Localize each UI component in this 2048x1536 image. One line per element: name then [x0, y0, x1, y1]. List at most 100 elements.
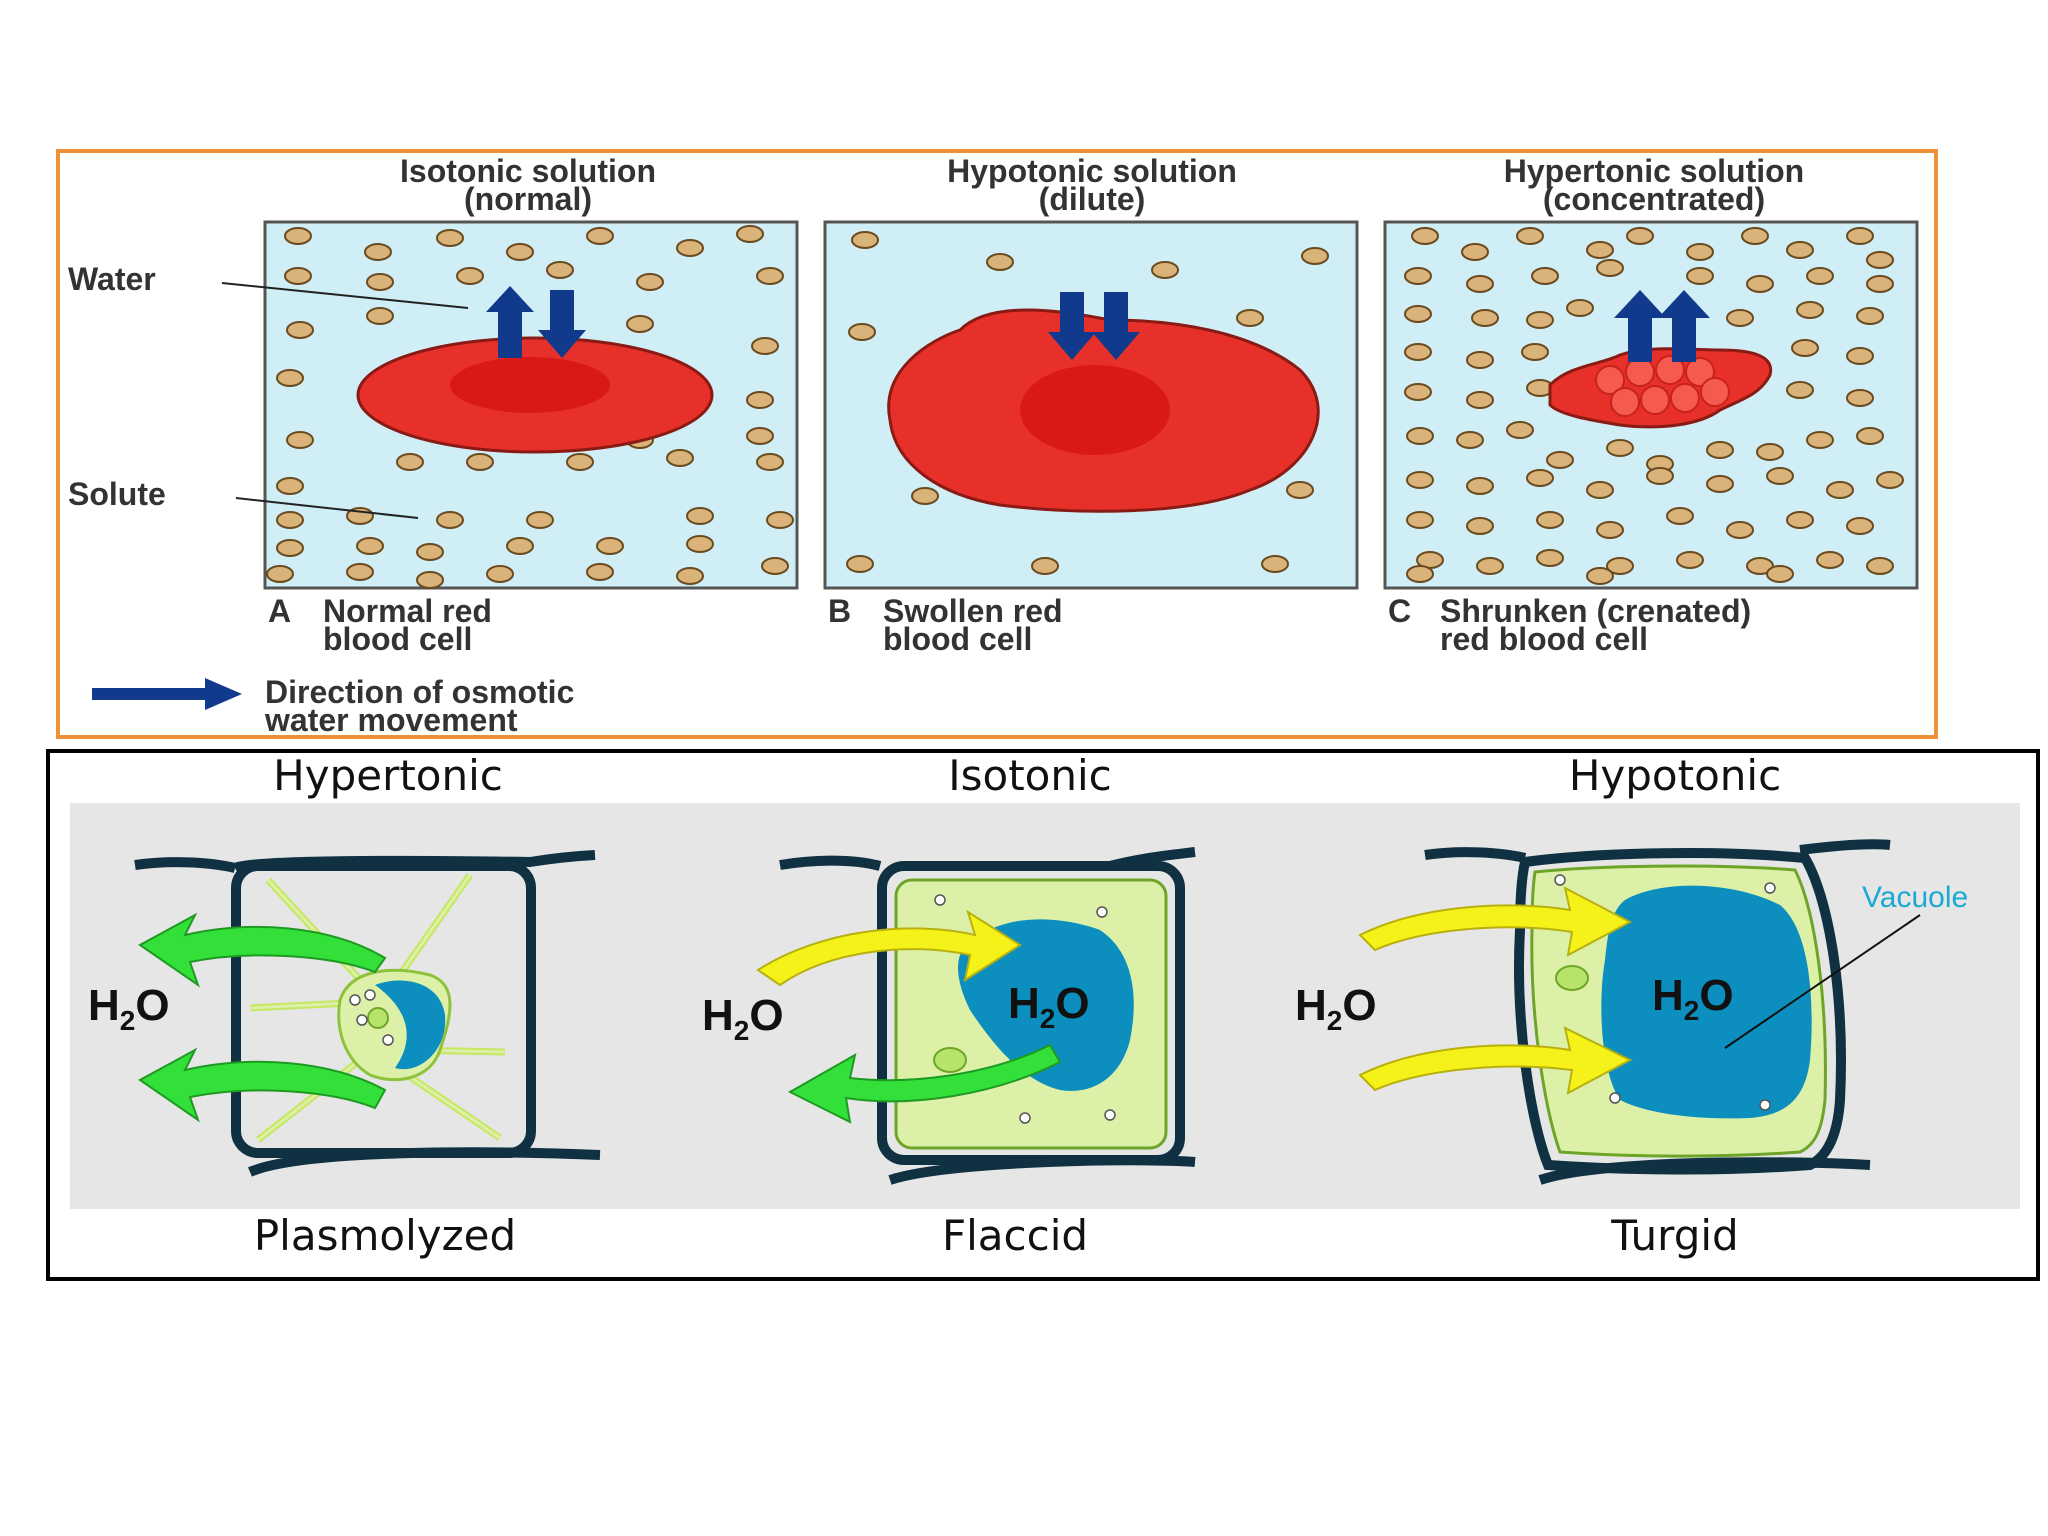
solute-particle [1847, 390, 1873, 406]
caption-swollen-line2: blood cell [883, 621, 1032, 657]
solute-particle [687, 508, 713, 524]
solute-particle [397, 454, 423, 470]
solute-particle [752, 338, 778, 354]
solute-particle [1405, 344, 1431, 360]
vacuole-label: Vacuole [1862, 881, 1968, 914]
caption-letter-a: A [268, 593, 291, 629]
solute-particle [287, 322, 313, 338]
solute-particle [467, 454, 493, 470]
solute-particle [1827, 482, 1853, 498]
solute-particle [1727, 310, 1753, 326]
solute-particle [437, 230, 463, 246]
solute-particle [1847, 228, 1873, 244]
solute-particle [1412, 228, 1438, 244]
solute-particle [1857, 428, 1883, 444]
solute-particle [357, 538, 383, 554]
solute-particle [487, 566, 513, 582]
solute-particle [767, 512, 793, 528]
solute-particle [277, 512, 303, 528]
plant-caption-plasmolyzed: Plasmolyzed [254, 1211, 516, 1260]
caption-letter-c: C [1388, 593, 1411, 629]
solute-particle [587, 564, 613, 580]
solute-particle [277, 478, 303, 494]
solute-particle [1587, 242, 1613, 258]
solute-particle [677, 240, 703, 256]
solute-particle [1787, 382, 1813, 398]
solute-particle [507, 244, 533, 260]
plant-heading-hypotonic: Hypotonic [1569, 751, 1781, 800]
rbc-subheading-isotonic: (normal) [464, 181, 592, 217]
solute-particle [757, 454, 783, 470]
solute-particle [1152, 262, 1178, 278]
normal-red-blood-cell [358, 338, 712, 452]
solute-particle [1405, 268, 1431, 284]
solute-particle [1467, 276, 1493, 292]
solute-particle [1537, 550, 1563, 566]
solute-particle [367, 274, 393, 290]
solute-particle [847, 556, 873, 572]
solute-particle [1607, 440, 1633, 456]
solute-particle [1477, 558, 1503, 574]
solute-particle [1547, 452, 1573, 468]
solute-particle [1767, 468, 1793, 484]
solute-particle [1707, 442, 1733, 458]
solute-particle [1667, 508, 1693, 524]
caption-shrunken-line2: red blood cell [1440, 621, 1648, 657]
solute-particle [285, 268, 311, 284]
solute-particle [437, 512, 463, 528]
solute-particle [1407, 428, 1433, 444]
solute-particle [567, 454, 593, 470]
solute-particle [507, 538, 533, 554]
solute-particle [1517, 228, 1543, 244]
solute-particle [1757, 444, 1783, 460]
solute-particle [1287, 482, 1313, 498]
solute-particle [1797, 302, 1823, 318]
solute-particle [1792, 340, 1818, 356]
solute-particle [1467, 352, 1493, 368]
solute-particle [285, 228, 311, 244]
solute-particle [987, 254, 1013, 270]
caption-normal-line2: blood cell [323, 621, 472, 657]
solute-particle [417, 544, 443, 560]
solute-particle [1807, 268, 1833, 284]
solute-particle [1462, 244, 1488, 260]
solute-particle [1687, 244, 1713, 260]
solute-particle [367, 308, 393, 324]
solute-label: Solute [68, 476, 166, 512]
solute-particle [637, 274, 663, 290]
solute-particle [849, 324, 875, 340]
solute-particle [1587, 568, 1613, 584]
solute-particle [1597, 522, 1623, 538]
solute-particle [267, 566, 293, 582]
plant-caption-turgid: Turgid [1610, 1211, 1738, 1260]
solute-particle [677, 568, 703, 584]
solute-particle [1787, 512, 1813, 528]
solute-particle [1532, 268, 1558, 284]
solute-particle [852, 232, 878, 248]
solute-particle [1747, 276, 1773, 292]
solute-particle [1707, 476, 1733, 492]
solute-particle [1677, 552, 1703, 568]
solute-particle [277, 370, 303, 386]
solute-particle [547, 262, 573, 278]
solute-particle [1847, 348, 1873, 364]
solute-particle [687, 536, 713, 552]
solute-particle [1407, 472, 1433, 488]
solute-particle [1742, 228, 1768, 244]
solute-particle [1467, 392, 1493, 408]
solute-particle [737, 226, 763, 242]
solute-particle [1537, 512, 1563, 528]
solute-particle [1472, 310, 1498, 326]
solute-particle [1727, 522, 1753, 538]
solute-particle [1857, 308, 1883, 324]
solute-particle [1867, 276, 1893, 292]
solute-particle [1407, 566, 1433, 582]
plant-heading-isotonic: Isotonic [948, 751, 1112, 800]
water-label: Water [68, 261, 156, 297]
solute-particle [287, 432, 313, 448]
solute-particle [1467, 478, 1493, 494]
solute-particle [1522, 344, 1548, 360]
solute-particle [762, 558, 788, 574]
plant-heading-hypertonic: Hypertonic [273, 751, 503, 800]
solute-particle [627, 316, 653, 332]
